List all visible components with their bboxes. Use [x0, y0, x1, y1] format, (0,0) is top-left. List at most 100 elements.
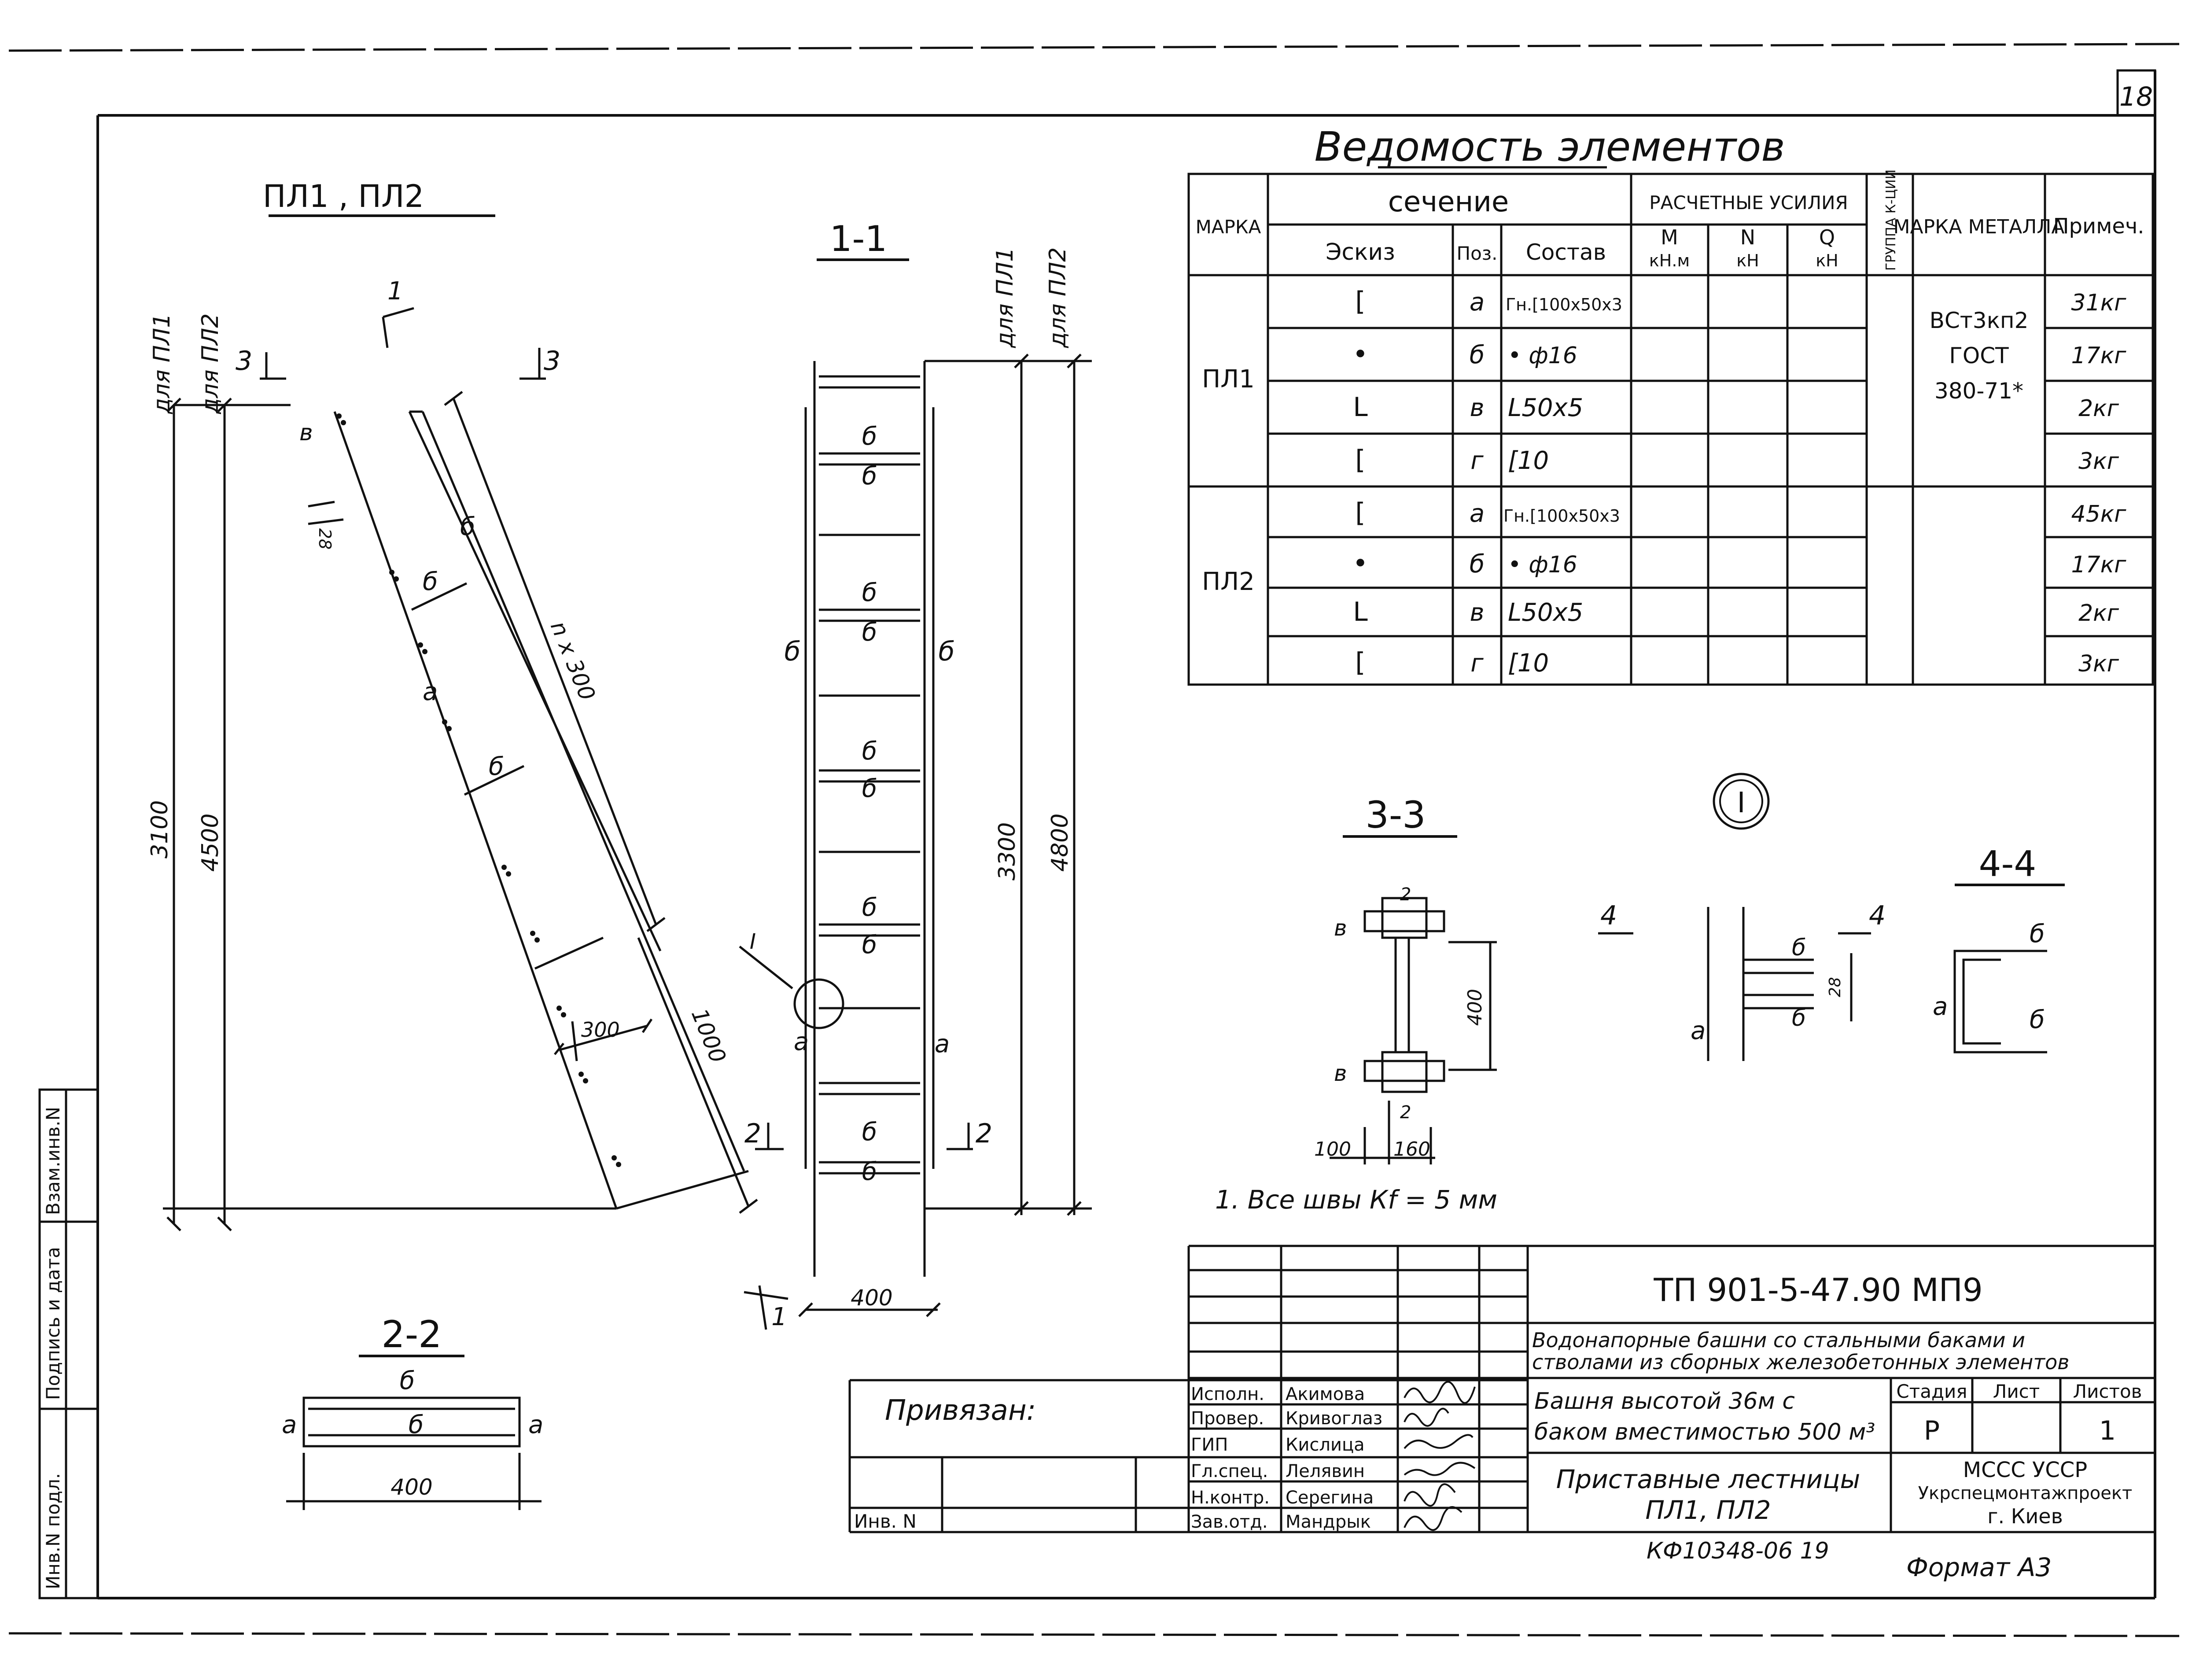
s11-b-top-3: б	[862, 737, 877, 766]
node-a: а	[1691, 1017, 1706, 1045]
name-5: Серегина	[1286, 1488, 1374, 1508]
sheet-label: Лист	[1993, 1381, 2040, 1402]
pl2-r1-sketch: [	[1355, 497, 1365, 528]
s11-b-bot-2: б	[862, 618, 877, 647]
s33-dim-160: 160	[1393, 1138, 1430, 1161]
s33-v-top: в	[1334, 915, 1347, 941]
pl2-r3-note: 2кг	[2078, 600, 2119, 626]
section-1-1-title: 1-1	[830, 218, 888, 259]
title-block: ТП 901-5-47.90 МП9 Водонапорные башни со…	[848, 1245, 2155, 1582]
project-line-2: стволами из сборных железобетонных элеме…	[1532, 1350, 2069, 1374]
s11-b-top-4: б	[862, 893, 877, 922]
pl1-r1-pos: а	[1470, 288, 1485, 317]
pl1-r3-sketch: L	[1353, 392, 1368, 423]
mark-pl2: ПЛ2	[1202, 567, 1255, 596]
s22-dim-400: 400	[391, 1474, 432, 1500]
pl1-r1-sketch: [	[1355, 286, 1365, 317]
s11-node-label: I	[750, 929, 756, 954]
pl2-r2-sketch: •	[1352, 548, 1368, 579]
s33-v-bottom: в	[1334, 1061, 1347, 1086]
object-line-2: баком вместимостью 500 м³	[1534, 1419, 1875, 1445]
s33-dim-2-bottom: 2	[1400, 1102, 1411, 1123]
pl1-r3-comp: L50х5	[1508, 394, 1583, 422]
pl1-r3-note: 2кг	[2078, 395, 2119, 422]
hdr-section: сечение	[1388, 186, 1509, 218]
s11-a-right: а	[935, 1030, 950, 1058]
node-i-label: I	[1737, 787, 1746, 819]
sheet-edge-lines	[8, 43, 2180, 1637]
pl2-r3-comp: L50х5	[1508, 598, 1583, 627]
project-line-1: Водонапорные башни со стальными баками и	[1532, 1328, 2025, 1352]
pl2-r1-pos: а	[1470, 499, 1485, 528]
node-cut-4-right: 4	[1869, 900, 1886, 931]
dim-300: 300	[581, 1018, 620, 1042]
s22-b-top: б	[400, 1367, 415, 1395]
pl1-r2-pos: б	[1470, 341, 1485, 369]
section-3-3-title: 3-3	[1365, 793, 1426, 836]
side-strip	[38, 1088, 99, 1599]
s11-b-top-5: б	[862, 1118, 877, 1146]
pl2-r4-sketch: [	[1355, 647, 1365, 678]
name-4: Лелявин	[1286, 1461, 1365, 1481]
pl-cut-3-right: 3	[544, 346, 560, 376]
mark-pl1: ПЛ1	[1202, 365, 1255, 394]
sheet-number: 18	[2119, 81, 2153, 112]
s11-b-top-2: б	[862, 578, 877, 607]
s44-b-bottom: б	[2030, 1006, 2045, 1034]
weld-dots	[336, 413, 621, 1167]
pl-label-v: в	[299, 420, 313, 446]
name-1: Акимова	[1286, 1384, 1365, 1404]
sheets-label: Листов	[2073, 1381, 2142, 1402]
node-i: I 4 4 б б а 28	[1598, 773, 1886, 1061]
side-label-replace: Взам.инв.N	[42, 1107, 64, 1215]
weld-note: 1. Все швы Кf = 5 мм	[1215, 1185, 1497, 1215]
s11-b-right: б	[938, 636, 954, 667]
org-line-1: МССС УССР	[1963, 1458, 2087, 1482]
element-schedule: Ведомость элементов	[1187, 123, 2154, 686]
role-2: Провер.	[1191, 1408, 1264, 1429]
name-2: Кривоглаз	[1286, 1408, 1382, 1429]
s22-a-right: а	[528, 1411, 543, 1439]
s22-a-left: а	[282, 1411, 297, 1439]
metal-line-2: ГОСТ	[1949, 343, 2009, 368]
pl2-r2-note: 17кг	[2071, 552, 2127, 578]
attached-label: Привязан:	[885, 1394, 1036, 1427]
label-for-pl1-left: для ПЛ1	[149, 313, 175, 414]
section-4-4-title: 4-4	[1979, 844, 2037, 884]
sheets-value: 1	[2099, 1415, 2116, 1446]
hdr-pos: Поз.	[1457, 243, 1498, 264]
sheet-title-2: ПЛ1, ПЛ2	[1645, 1495, 1771, 1525]
role-5: Н.контр.	[1191, 1488, 1270, 1508]
pl-label-b3: б	[489, 752, 504, 781]
pl1-r4-comp: [10	[1508, 446, 1549, 475]
dim-28: 28	[315, 528, 335, 549]
hdr-metal: МАРКА МЕТАЛЛА	[1894, 216, 2065, 238]
section-2-2-title: 2-2	[381, 1313, 442, 1356]
s33-dim-100: 100	[1314, 1138, 1351, 1161]
inv-no-label: Инв. N	[854, 1511, 917, 1532]
hdr-n: N	[1740, 225, 1755, 249]
pl2-r1-comp: Гн.[100х50х3	[1503, 506, 1620, 526]
pl-label-a: а	[423, 678, 438, 706]
section-1-1: 1-1	[739, 218, 1092, 1331]
section-4-4: 4-4 б б а	[1933, 844, 2065, 1054]
s11-b-bot-3: б	[862, 774, 877, 803]
name-6: Мандрык	[1286, 1512, 1371, 1532]
pl-view-title: ПЛ1 , ПЛ2	[263, 178, 424, 214]
dim-3100: 3100	[147, 800, 173, 858]
pl-label-b2: б	[423, 567, 438, 596]
pl1-r1-comp: Гн.[100х50х3	[1506, 295, 1622, 314]
format-label: Формат А3	[1906, 1552, 2052, 1582]
pl-label-b1: б	[460, 512, 475, 541]
org-line-3: г. Киев	[1987, 1504, 2063, 1528]
s11-b-left: б	[784, 636, 800, 667]
s11-cut-1-bottom: 1	[771, 1303, 787, 1331]
s11-b-bot-1: б	[862, 462, 877, 490]
role-6: Зав.отд.	[1191, 1512, 1268, 1532]
pl-cut-3-left: 3	[236, 346, 252, 376]
s22-b-mid: б	[409, 1411, 424, 1439]
hdr-composition: Состав	[1526, 239, 1606, 265]
pl2-r4-note: 3кг	[2078, 651, 2119, 677]
label-for-pl1-right: для ПЛ1	[992, 247, 1018, 348]
